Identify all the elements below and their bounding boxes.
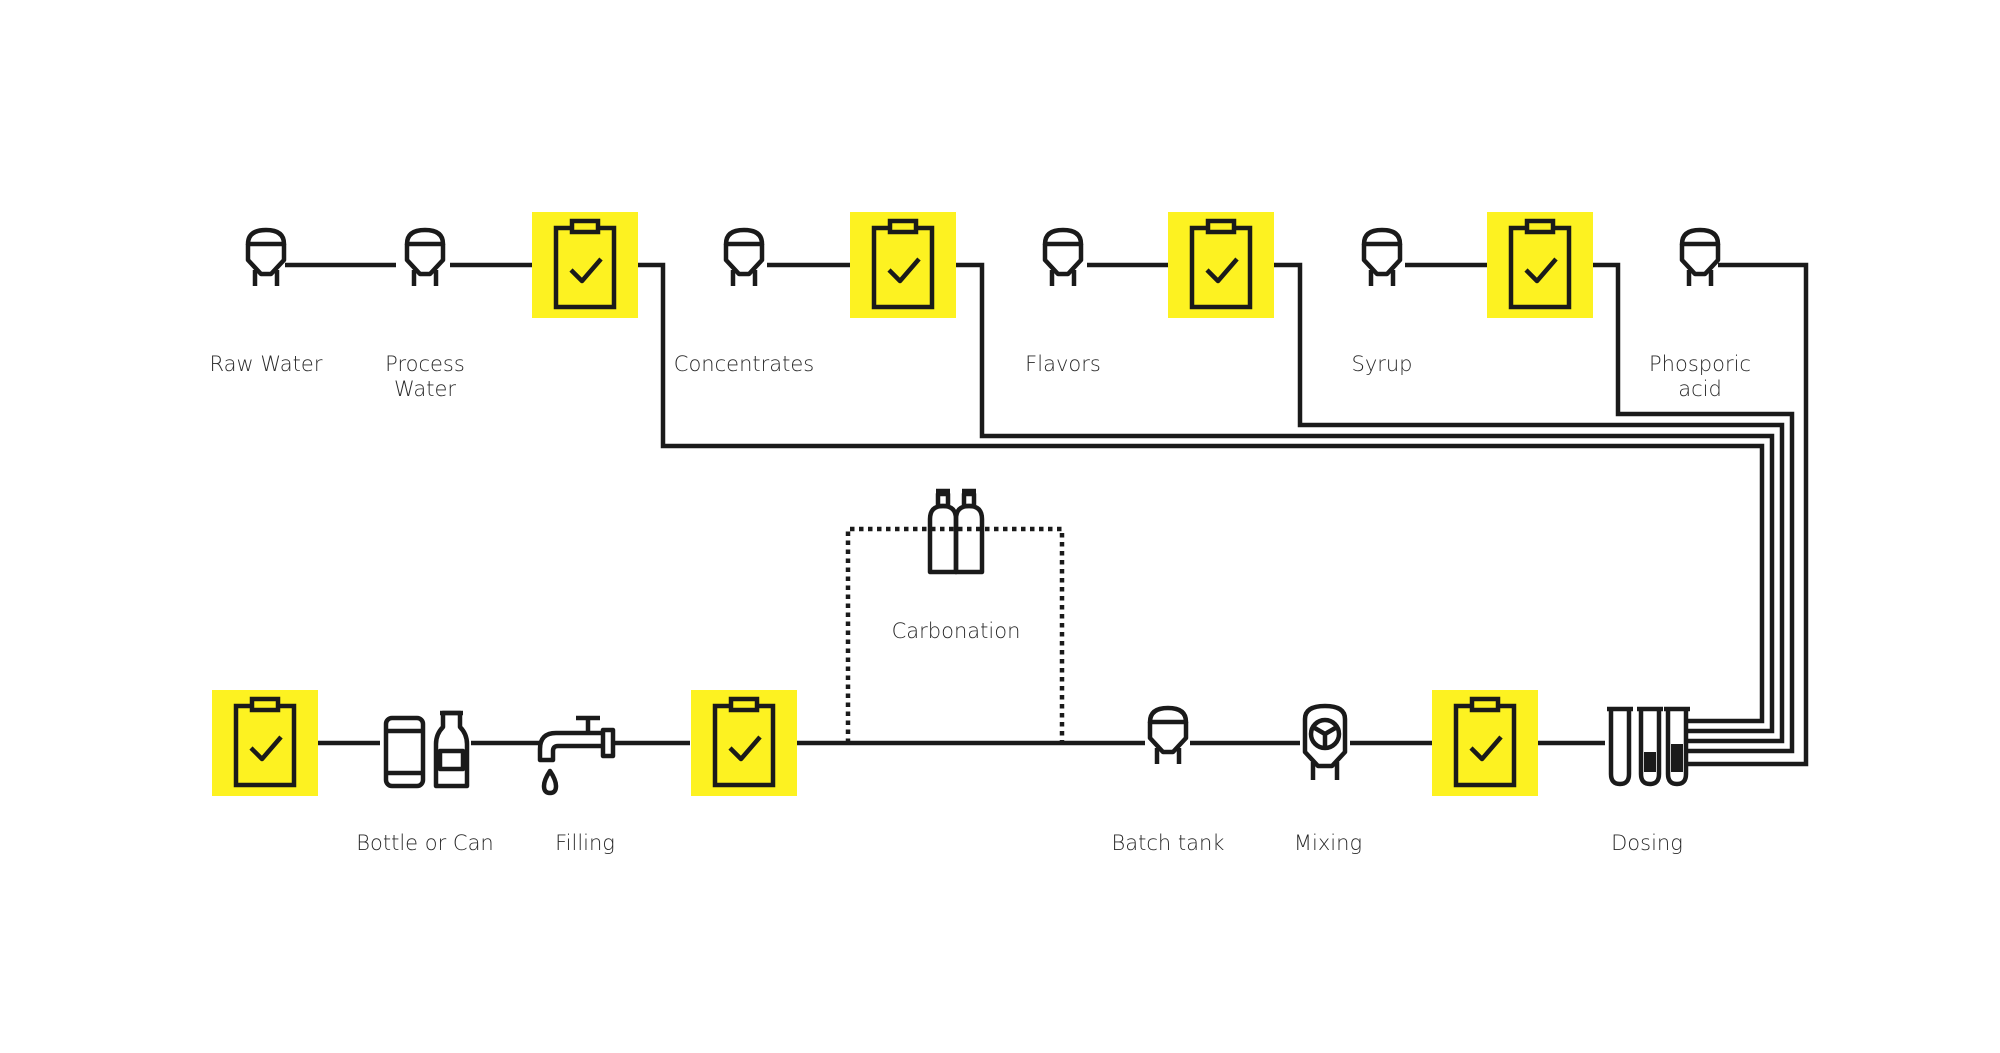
flavors-label: Flavors [1025,352,1101,376]
raw-water-label: Raw Water [209,352,323,376]
raw-water-tank-icon [248,230,284,286]
mixer-tank-icon [1302,703,1348,780]
bottle-or-can-label: Bottle or Can [356,831,494,855]
carbonation-dotted-loop [845,526,1065,743]
process-water-label: Process Water [385,352,465,401]
return-pipes [638,262,1809,767]
carbonation-label: Carbonation [891,619,1021,643]
phosphoric-acid-label: Phosporic acid [1649,352,1751,401]
clipboard-check-icon [532,212,638,318]
process-water-tank-icon [407,230,443,286]
bottle-can-icon [383,710,470,789]
clipboard-check-icon [1432,690,1538,796]
batch-tank-icon [1150,708,1186,764]
clipboard-check-icon [1168,212,1274,318]
concentrates-label: Concentrates [673,352,815,376]
gas-cylinders-icon [927,488,985,575]
dosing-label: Dosing [1611,831,1683,855]
syrup-tank-icon [1364,230,1400,286]
batch-tank-label: Batch tank [1111,831,1225,855]
phosphoric-acid-tank-icon [1682,230,1718,286]
clipboard-check-icon [850,212,956,318]
filling-label: Filling [555,831,615,855]
syrup-label: Syrup [1351,352,1413,376]
faucet-icon [537,715,616,796]
mixing-label: Mixing [1293,831,1363,855]
clipboard-check-icon [212,690,318,796]
clipboard-check-icon [1487,212,1593,318]
concentrates-tank-icon [726,230,762,286]
test-tubes-icon [1607,706,1690,787]
flavors-tank-icon [1045,230,1081,286]
clipboard-check-icon [691,690,797,796]
